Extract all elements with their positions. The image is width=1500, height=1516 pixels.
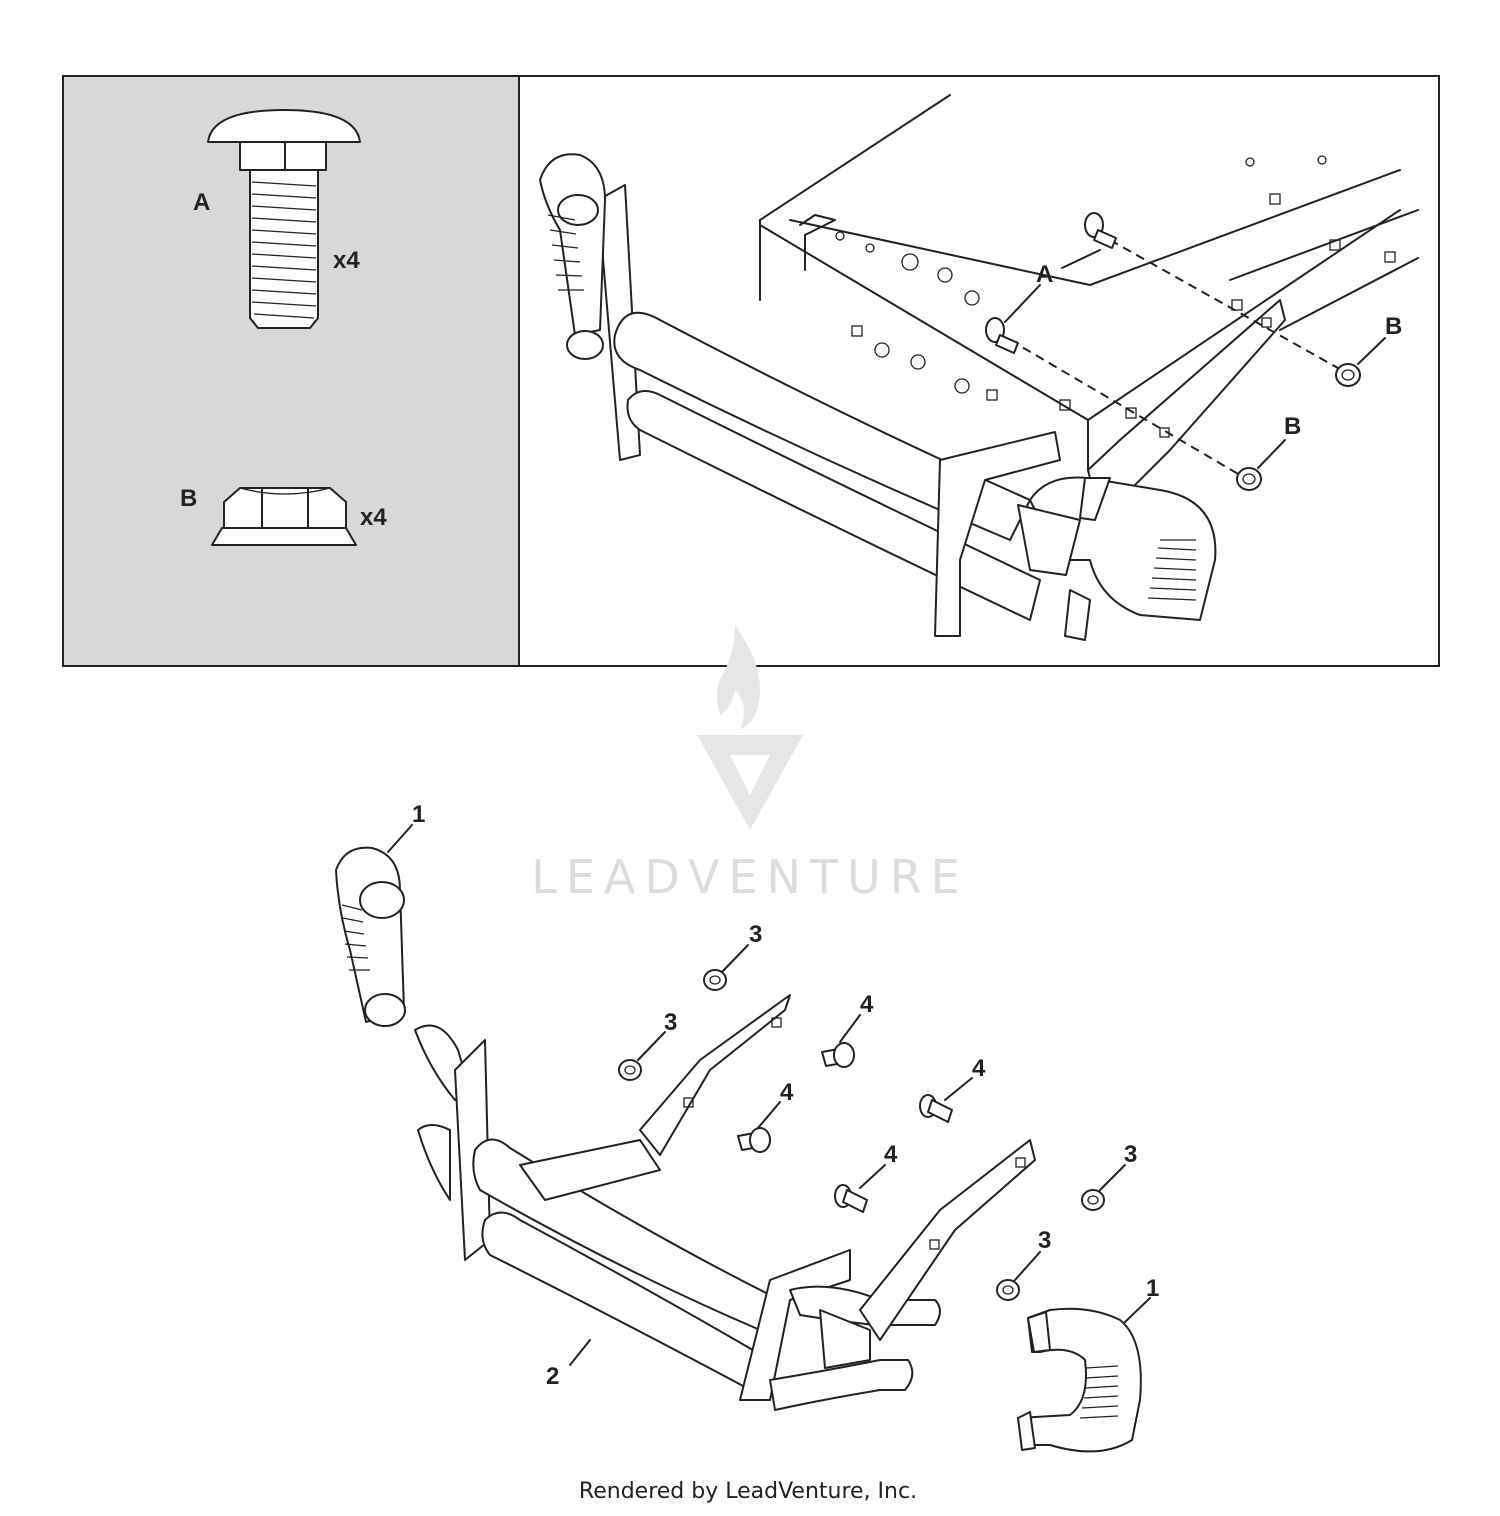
nut-callout-b: B <box>180 485 197 512</box>
callout-4-bolt-left: 4 <box>780 1079 794 1106</box>
watermark-logo <box>697 625 803 830</box>
callout-1-right-grip: 1 <box>1146 1275 1159 1302</box>
flange-nut-illustration <box>211 487 357 546</box>
left-grip-illustration <box>335 846 406 1027</box>
watermark-text: LEADVENTURE <box>531 850 969 904</box>
callout-4-bolt-top: 4 <box>860 991 874 1018</box>
bolt-callout-a: A <box>193 189 210 216</box>
carriage-bolt-illustration <box>207 109 361 329</box>
callout-2-bumper: 2 <box>546 1363 559 1390</box>
render-credit: Rendered by LeadVenture, Inc. <box>579 1479 917 1504</box>
assembly-callout-a: A <box>1036 261 1053 288</box>
callout-3-nut-right: 3 <box>1124 1141 1137 1168</box>
flange-nuts-exploded <box>618 969 1105 1301</box>
assembly-hardware <box>985 212 1386 491</box>
bolt-quantity: x4 <box>333 247 360 274</box>
callout-1-left-grip: 1 <box>412 801 425 828</box>
callout-3-nut-top: 3 <box>749 921 762 948</box>
callout-4-bolt-lower: 4 <box>884 1141 898 1168</box>
nut-quantity: x4 <box>360 504 387 531</box>
bumper-assembled-illustration <box>539 153 1217 641</box>
exploded-leaders <box>387 824 1151 1366</box>
assembly-callout-b-front: B <box>1284 413 1301 440</box>
callout-3-nut-lower: 3 <box>1038 1227 1051 1254</box>
assembly-callout-b-rear: B <box>1385 313 1402 340</box>
carriage-bolts-exploded <box>737 1042 953 1213</box>
callout-3-nut-left: 3 <box>664 1009 677 1036</box>
bumper-illustration <box>414 994 1036 1411</box>
callout-4-bolt-right: 4 <box>972 1055 986 1082</box>
right-grip-illustration <box>1017 1307 1142 1453</box>
